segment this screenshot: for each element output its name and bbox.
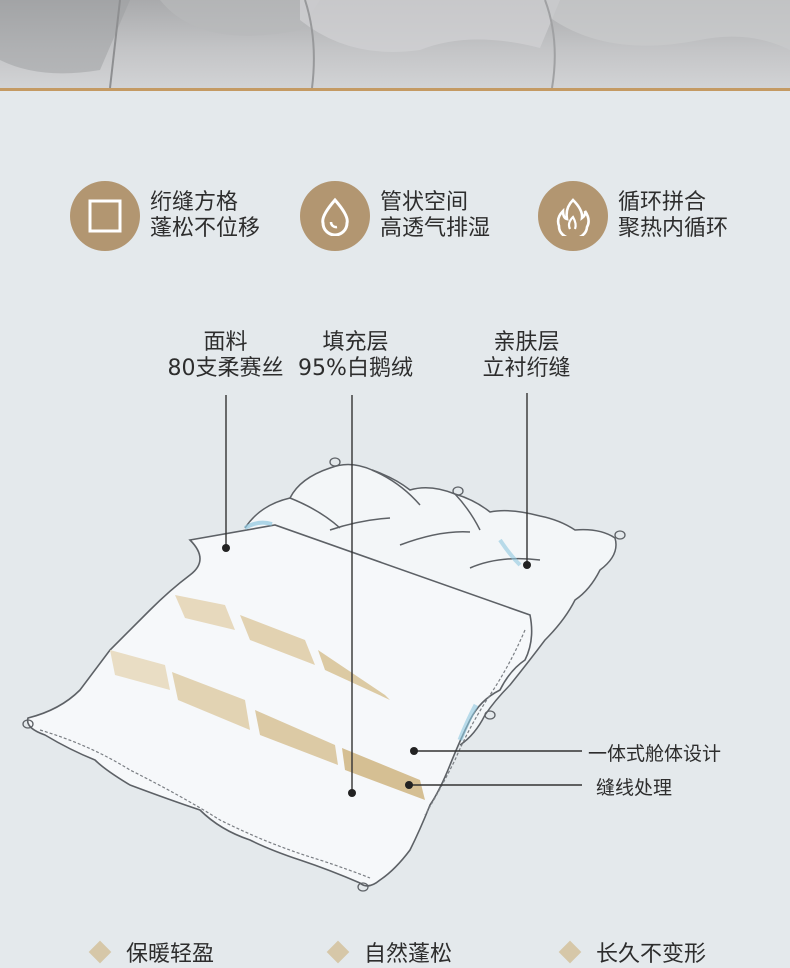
feature-tube-space: 管状空间 高透气排湿 (300, 180, 490, 252)
label-skin-title: 亲肤层 (493, 330, 560, 355)
diamond-icon (558, 940, 582, 964)
flame-icon (556, 198, 590, 236)
feature-text: 绗缝方格 蓬松不位移 (150, 190, 260, 242)
leader-dot-fabric (222, 544, 230, 552)
feature-title: 绗缝方格 (150, 190, 239, 215)
bottom-feature-label: 长久不变形 (596, 942, 707, 967)
down-filling-strip (175, 595, 235, 630)
label-filling: 填充层 95%白鹅绒 (293, 330, 418, 382)
down-filling-strip (110, 650, 170, 690)
diamond-icon (326, 940, 350, 964)
label-fabric: 面料 80支柔赛丝 (163, 330, 288, 382)
feature-badge (538, 181, 608, 251)
water-drop-icon (321, 197, 349, 236)
hero-divider (0, 88, 790, 91)
corner-loop (22, 719, 34, 729)
corner-loop (357, 882, 369, 892)
label-stitch-treatment: 缝线处理 (596, 777, 673, 799)
label-cabin-design: 一体式舱体设计 (588, 743, 722, 765)
feature-subtitle: 聚热内循环 (618, 216, 729, 241)
label-skin: 亲肤层 立衬绗缝 (464, 330, 589, 382)
feature-badge (70, 181, 140, 251)
stitch-line (424, 629, 526, 816)
bottom-feature-durable-shape: 长久不变形 (558, 936, 707, 968)
leader-dot-filling (348, 789, 356, 797)
highlight-accent (498, 538, 522, 567)
label-fabric-title: 面料 (203, 330, 248, 355)
feature-text: 循环拼合 聚热内循环 (618, 190, 728, 242)
feature-subtitle: 蓬松不位移 (150, 216, 261, 241)
feature-heat-cycle: 循环拼合 聚热内循环 (538, 180, 728, 252)
corner-loop (484, 710, 496, 720)
down-filling-strip (255, 710, 338, 765)
leader-dot-cabin (410, 747, 418, 755)
square-icon (88, 199, 122, 233)
down-filling-strip (342, 748, 425, 800)
feature-title: 循环拼合 (618, 190, 707, 215)
feature-text: 管状空间 高透气排湿 (380, 190, 490, 242)
bottom-feature-natural-loft: 自然蓬松 (326, 936, 453, 968)
bottom-feature-warm-light: 保暖轻盈 (88, 936, 215, 968)
feature-title: 管状空间 (380, 190, 469, 215)
feature-badge (300, 181, 370, 251)
quilt-photo (0, 0, 790, 88)
stitch-line (39, 729, 371, 879)
down-filling-strip (172, 672, 250, 730)
corner-loop (614, 530, 626, 540)
inner-quilting-lines (289, 469, 541, 569)
label-filling-title: 填充层 (322, 330, 389, 355)
product-photo-strip (0, 0, 790, 88)
leader-dot-stitch (405, 781, 413, 789)
label-skin-detail: 立衬绗缝 (482, 356, 571, 381)
bottom-feature-label: 保暖轻盈 (126, 942, 215, 967)
corner-loop (329, 457, 341, 467)
highlight-accent (243, 520, 273, 530)
feature-grid-quilting: 绗缝方格 蓬松不位移 (70, 180, 260, 252)
feature-subtitle: 高透气排湿 (380, 216, 491, 241)
diamond-icon (88, 940, 112, 964)
leader-dot-skin (523, 561, 531, 569)
label-filling-detail: 95%白鹅绒 (298, 356, 413, 381)
corner-loop (452, 486, 464, 496)
highlight-accent (457, 703, 479, 741)
bottom-feature-label: 自然蓬松 (364, 942, 453, 967)
down-filling-strip (318, 650, 390, 700)
down-filling-strip (240, 615, 315, 665)
label-fabric-detail: 80支柔赛丝 (167, 356, 284, 381)
